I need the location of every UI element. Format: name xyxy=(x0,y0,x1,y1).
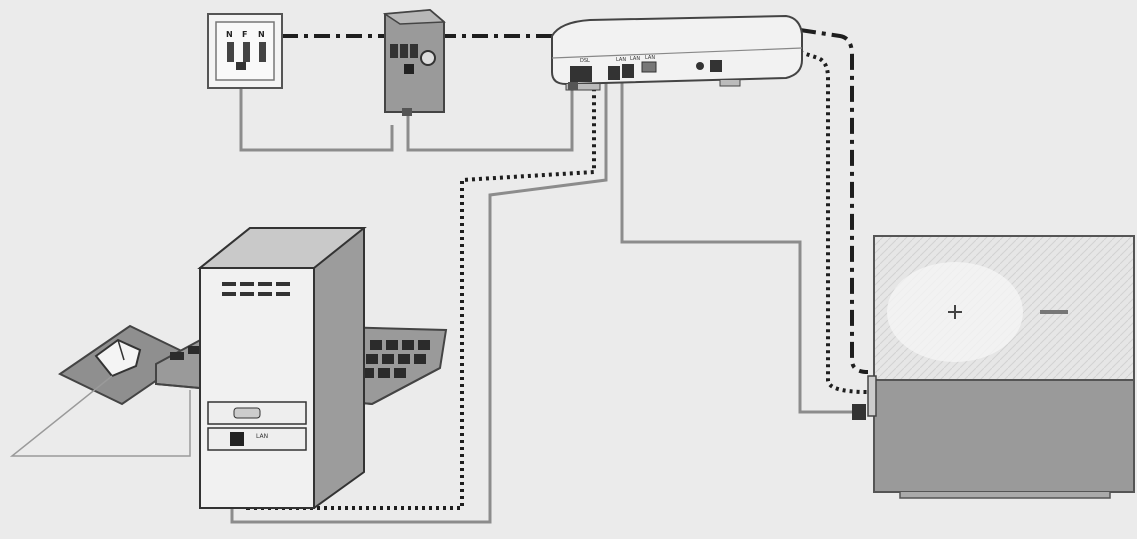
router-port-label-lan3: LAN xyxy=(645,55,655,61)
router-dsl-port xyxy=(570,66,592,82)
splitter-box xyxy=(382,8,446,113)
plug-router-dsl xyxy=(568,82,578,90)
socket-label-1: N xyxy=(226,30,233,39)
tv-lan-connector xyxy=(852,404,866,420)
cable-router-to-tv-solid xyxy=(620,82,858,414)
router-lan-port-1 xyxy=(608,66,620,80)
tv-unit xyxy=(852,235,1135,499)
plug-splitter xyxy=(402,108,412,116)
cable-dsl-router-to-tv xyxy=(799,28,869,374)
mouse-cable xyxy=(9,375,191,457)
cable-socket-to-splitter xyxy=(239,82,394,152)
socket-label-2: F xyxy=(242,30,247,39)
mouse-and-pad xyxy=(9,324,194,457)
socket-label-3: N xyxy=(258,30,265,39)
router-port-label-lan1: LAN xyxy=(616,57,626,63)
mouse xyxy=(94,338,142,378)
wall-socket: N F N xyxy=(207,13,283,89)
cable-lan-pc-to-router xyxy=(246,82,596,510)
router-power-jack xyxy=(696,62,704,70)
pc-tower: LAN xyxy=(197,227,367,509)
router-lan-port-2 xyxy=(622,64,634,78)
pc-vents xyxy=(222,282,290,296)
cable-splitter-to-router xyxy=(406,85,574,152)
pc-port-label: LAN xyxy=(256,433,268,440)
router-port-label-lan2: LAN xyxy=(630,56,640,62)
router-port-label-dsl: DSL xyxy=(580,58,590,64)
pc-lan-port xyxy=(230,432,244,446)
tv-side-ports xyxy=(867,375,877,417)
cable-lan-router-to-tv xyxy=(799,50,869,394)
router: DSL LAN LAN LAN xyxy=(551,14,803,91)
